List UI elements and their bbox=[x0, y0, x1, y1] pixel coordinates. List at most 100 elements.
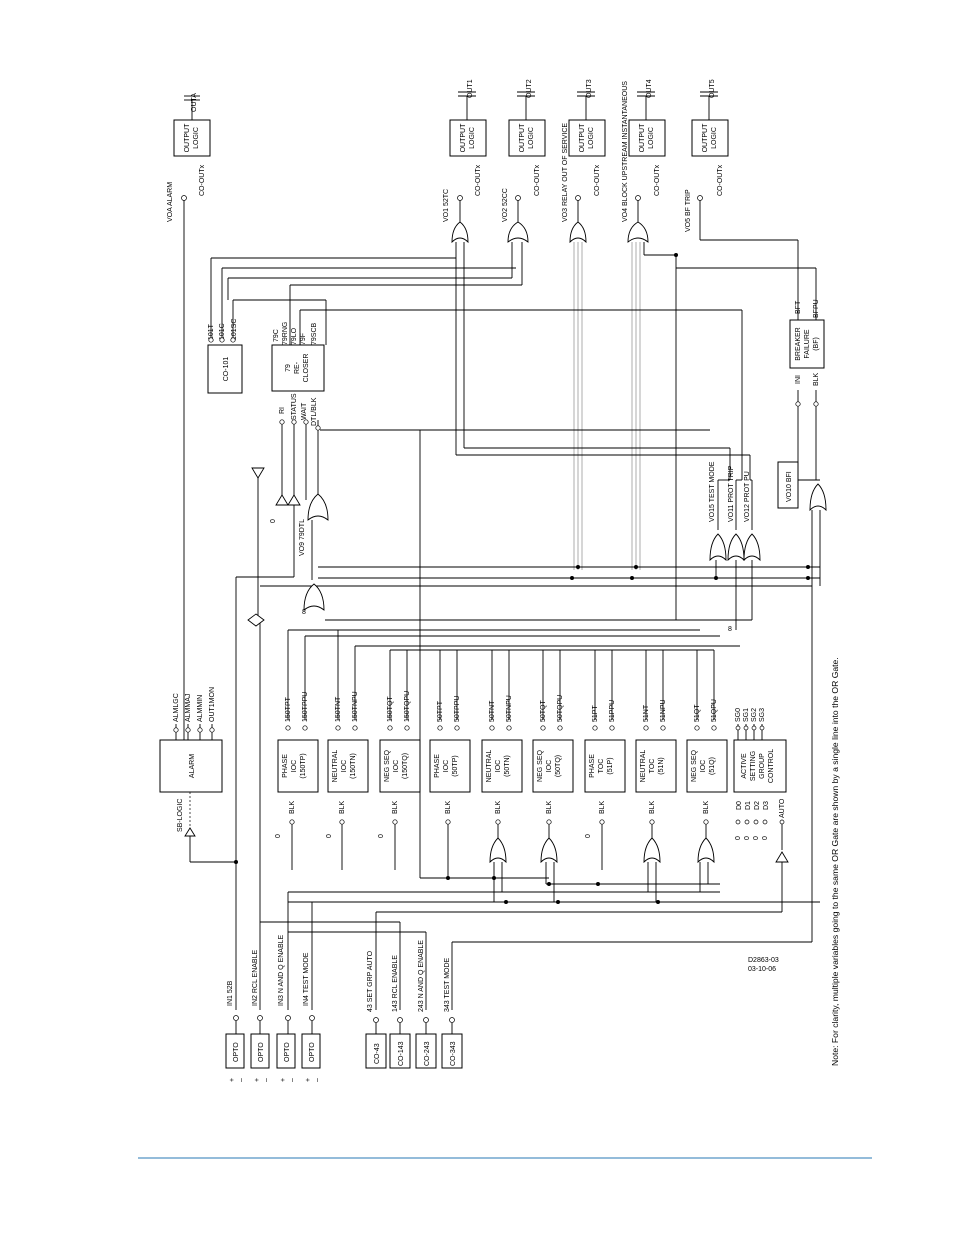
element-out-2: 150TNPU bbox=[352, 691, 359, 722]
mark-8-a: 8 bbox=[302, 609, 306, 616]
pin-d0: D0 bbox=[736, 801, 743, 810]
pin-79scb: 79SCB bbox=[311, 322, 318, 345]
zero-label-d2: 0 bbox=[753, 836, 760, 840]
element-out-1: 51NT bbox=[643, 704, 650, 722]
pin-d2: D2 bbox=[754, 801, 761, 810]
zero-label-150tp: 0 bbox=[275, 834, 282, 838]
co-signal-label: 243 N AND Q ENABLE bbox=[418, 940, 425, 1012]
or-gate-51n-blk bbox=[643, 837, 661, 864]
element-name-2: IOC bbox=[393, 760, 400, 772]
minus-sign: – bbox=[263, 1078, 270, 1082]
alarm-block: ALARM ALMLGC ALMMAJ ALMMIN OUT1MON SB-LO… bbox=[159, 687, 223, 837]
input-label: IN3 N AND Q ENABLE bbox=[278, 934, 285, 1006]
element-50tp: PHASE IOC (50TP) 50TPT 50TPPU BLK bbox=[429, 696, 471, 825]
element-51q: NEG SEQ IOC (51Q) 51QT 51QPU BLK bbox=[686, 699, 728, 825]
pin-ri: RI bbox=[279, 407, 286, 414]
element-out-2: 51PPU bbox=[609, 700, 616, 722]
co-243: CO-243 243 N AND Q ENABLE bbox=[415, 940, 437, 1069]
element-name-3: (150TN) bbox=[350, 753, 357, 779]
plus-sign: + bbox=[229, 1078, 236, 1082]
element-out-1: 50TPT bbox=[437, 700, 444, 722]
virtual-outputs: VO15 TEST MODE VO11 PROT TRIP VO12 PROT … bbox=[247, 461, 827, 633]
output-label: OUT3 bbox=[586, 79, 593, 98]
input-blocks: OPTO IN1 52B + – OPTO IN2 RCL ENABLE + –… bbox=[225, 934, 463, 1082]
output-block-label-1: OUTPUT bbox=[579, 123, 586, 153]
or-gate-vo2 bbox=[507, 221, 529, 243]
opto-in4: OPTO IN4 TEST MODE + – bbox=[301, 952, 321, 1082]
mark-8-b: 8 bbox=[728, 626, 732, 633]
recloser-label-3: CLOSER bbox=[303, 354, 310, 383]
vo12-label: VO12 PROT PU bbox=[744, 471, 751, 522]
co-label: CO-343 bbox=[450, 1041, 457, 1066]
output-block-1: OUTPUT LOGIC OUT1 CO-OUTx VO1 52TC bbox=[443, 79, 487, 222]
element-out-1: 150TNT bbox=[335, 696, 342, 722]
element-name-1: NEUTRAL bbox=[640, 750, 647, 783]
output-block-label-1: OUTPUT bbox=[702, 123, 709, 153]
element-out-2: 50TQPU bbox=[557, 695, 564, 722]
element-name-1: PHASE bbox=[589, 754, 596, 778]
output-block-5: OUTPUT LOGIC OUT5 CO-OUTx VO5 BF TRIP bbox=[685, 79, 729, 232]
co-outx-label: CO-OUTx bbox=[654, 164, 661, 196]
element-out-2: 50TNPU bbox=[506, 695, 513, 722]
output-label: OUT4 bbox=[646, 79, 653, 98]
input-label: IN4 TEST MODE bbox=[303, 952, 310, 1006]
sg-name-2: SETTING bbox=[750, 751, 757, 781]
element-name-1: NEG SEQ bbox=[384, 750, 391, 782]
output-blocks: OUTPUT LOGIC OUTA CO-OUTx VOA ALARM OUTP… bbox=[167, 79, 729, 232]
co-outx-label: CO-OUTx bbox=[534, 164, 541, 196]
top-or-gates bbox=[451, 221, 649, 244]
pin-auto: AUTO bbox=[779, 798, 786, 818]
zero-label-51p: 0 bbox=[585, 834, 592, 838]
pin-sg3: SG3 bbox=[759, 708, 766, 722]
bf-label-3: (BF) bbox=[813, 337, 820, 351]
pin-79f: 79F bbox=[300, 333, 307, 345]
element-out-1: 50TNT bbox=[489, 700, 496, 722]
vo-label: VOA ALARM bbox=[167, 182, 174, 222]
or-gate-vo1 bbox=[451, 221, 469, 244]
bf-label-1: BREAKER bbox=[795, 327, 802, 360]
zero-label-d3: 0 bbox=[762, 836, 769, 840]
element-50tq: NEG SEQ IOC (50TQ) 50TQT 50TQPU BLK bbox=[532, 695, 574, 825]
opto-label: OPTO bbox=[233, 1042, 240, 1062]
or-gate-vo4 bbox=[627, 221, 649, 243]
output-block-label-2: LOGIC bbox=[528, 127, 535, 149]
pin-out1mon: OUT1MON bbox=[209, 687, 216, 722]
opto-in1: OPTO IN1 52B + – bbox=[225, 980, 245, 1082]
vo10-label: VO10 BFI bbox=[786, 471, 793, 502]
opto-label: OPTO bbox=[284, 1042, 291, 1062]
element-out-2: 50TPPU bbox=[454, 696, 461, 722]
recloser-label-1: 79 bbox=[285, 364, 292, 372]
element-50tn: NEUTRAL IOC (50TN) 50TNT 50TNPU BLK bbox=[481, 695, 523, 825]
element-name-2: IOC bbox=[546, 760, 553, 772]
co-outx-label: CO-OUTx bbox=[475, 164, 482, 196]
element-name-1: NEUTRAL bbox=[332, 750, 339, 783]
diagram-note: Note: For clarity, multiple variables go… bbox=[830, 657, 840, 1066]
pin-almlgc: ALMLGC bbox=[173, 693, 180, 722]
pin-101sc: 101SC bbox=[231, 319, 238, 340]
plus-sign: + bbox=[305, 1078, 312, 1082]
co-label: CO-143 bbox=[398, 1041, 405, 1066]
plus-sign: + bbox=[280, 1078, 287, 1082]
or-gate-vo12 bbox=[743, 533, 761, 562]
or-gate-vo11 bbox=[727, 533, 745, 562]
element-out-1: 51QT bbox=[694, 704, 701, 722]
zero-label-recloser: 0 bbox=[270, 519, 277, 523]
opto-label: OPTO bbox=[258, 1042, 265, 1062]
co-signal-label: 343 TEST MODE bbox=[444, 957, 451, 1012]
element-150tp: PHASE IOC (150TP) 150TPT 150TPPU BLK bbox=[277, 692, 319, 825]
recloser-block: 79 RE- CLOSER 79C 79RNG 79LO 79F 79SCB R… bbox=[271, 322, 325, 431]
input-label: IN1 52B bbox=[227, 980, 234, 1006]
element-blk: BLK bbox=[599, 800, 606, 814]
output-block-label-2: LOGIC bbox=[193, 127, 200, 149]
element-name-3: (51Q) bbox=[709, 757, 716, 775]
or-gate-vo3 bbox=[569, 221, 587, 244]
protection-elements: PHASE IOC (150TP) 150TPT 150TPPU BLK NEU… bbox=[275, 691, 728, 864]
sb-logic-label: SB-LOGIC bbox=[177, 799, 184, 832]
junction-dots bbox=[234, 253, 810, 904]
pin-d1: D1 bbox=[745, 801, 752, 810]
element-out-1: 50TQT bbox=[540, 699, 547, 722]
co-outx-label: CO-OUTx bbox=[594, 164, 601, 196]
sg-name-1: ACTIVE bbox=[741, 753, 748, 779]
element-out-2: 51NPU bbox=[660, 699, 667, 722]
element-150tq: NEG SEQ IOC (150TQ) 150TQT 150TQPU BLK bbox=[379, 691, 421, 825]
